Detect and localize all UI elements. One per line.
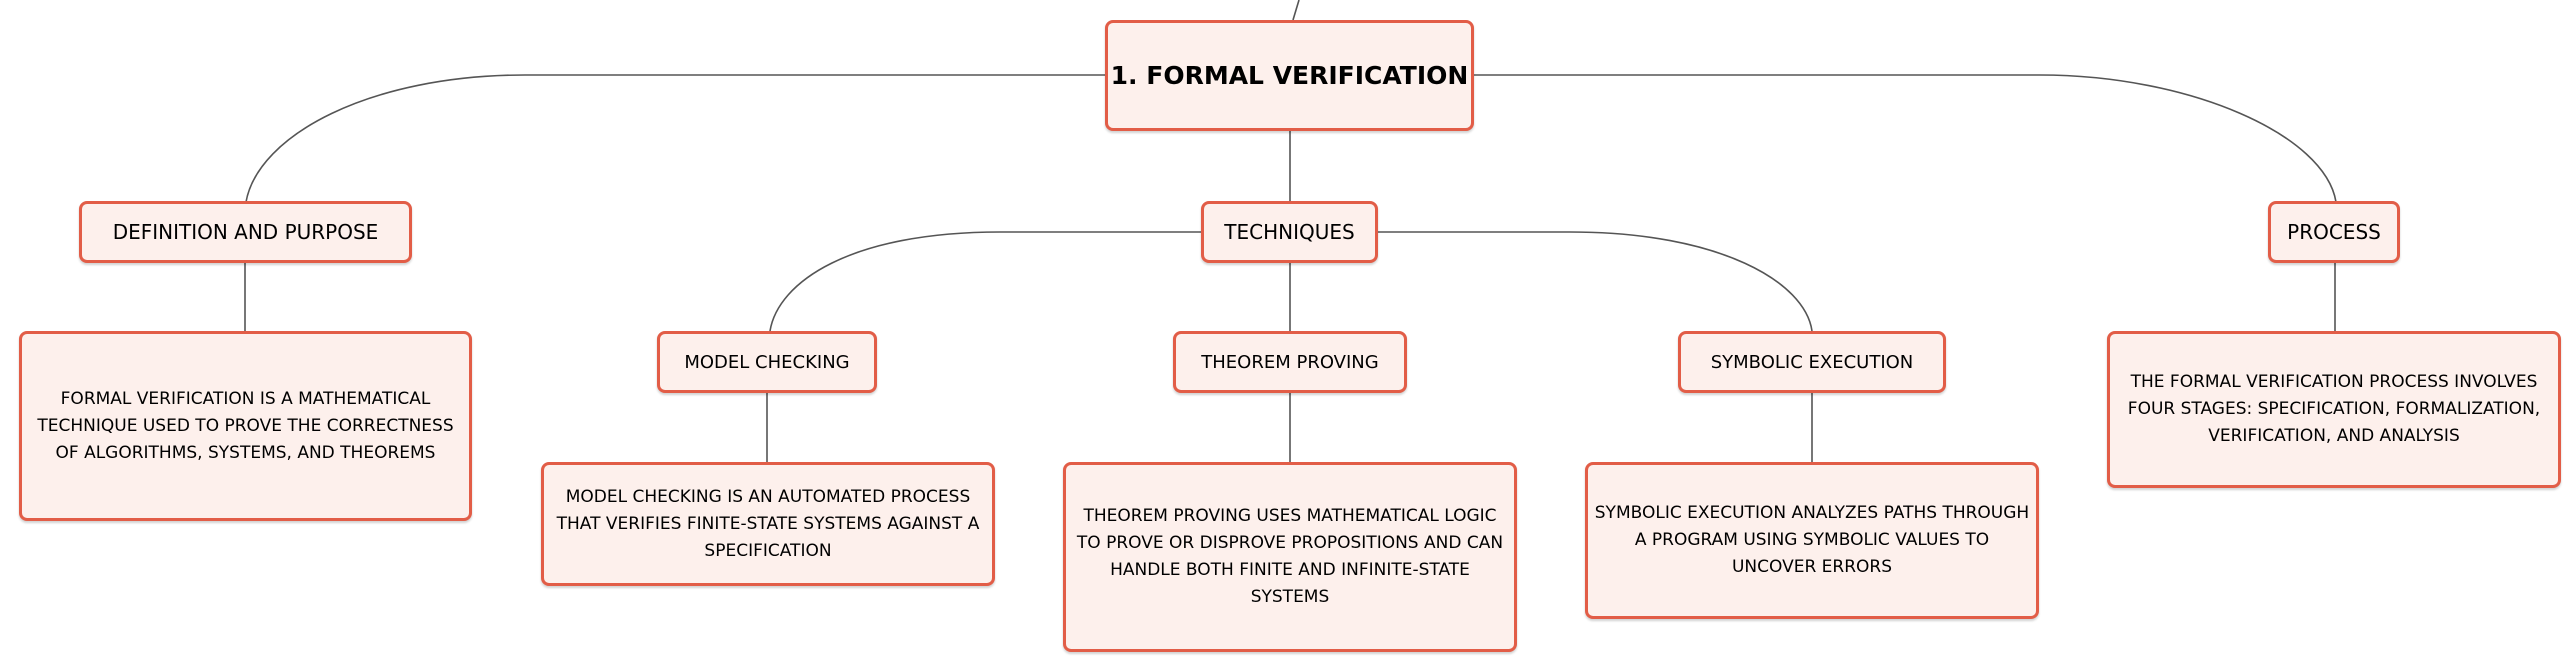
symbolic-execution-node[interactable]: SYMBOLIC EXECUTION [1678, 331, 1946, 393]
model-checking-label: MODEL CHECKING [684, 351, 850, 373]
model-checking-node[interactable]: MODEL CHECKING [657, 331, 877, 393]
definition-detail-node[interactable]: FORMAL VERIFICATION IS A MATHEMATICAL TE… [19, 331, 472, 521]
symbolic-execution-detail-node[interactable]: SYMBOLIC EXECUTION ANALYZES PATHS THROUG… [1585, 462, 2039, 619]
model-checking-detail-node[interactable]: MODEL CHECKING IS AN AUTOMATED PROCESS T… [541, 462, 995, 586]
process-detail-text: THE FORMAL VERIFICATION PROCESS INVOLVES… [2127, 372, 2541, 446]
symbolic-execution-detail-text: SYMBOLIC EXECUTION ANALYZES PATHS THROUG… [1594, 503, 2030, 577]
symbolic-execution-label: SYMBOLIC EXECUTION [1710, 351, 1914, 373]
process-label: PROCESS [2287, 220, 2381, 244]
connector-parent-to-root [1292, 0, 1300, 21]
theorem-proving-detail-text: THEOREM PROVING USES MATHEMATICAL LOGIC … [1076, 506, 1504, 607]
theorem-proving-node[interactable]: THEOREM PROVING [1173, 331, 1407, 393]
connector-root-to-process [1474, 74, 2337, 203]
connector-techniques-to-symbolic-execution [1378, 231, 1813, 332]
techniques-label: TECHNIQUES [1224, 220, 1355, 244]
connector-root-to-definition [245, 74, 1105, 203]
definition-and-purpose-node[interactable]: DEFINITION AND PURPOSE [79, 201, 412, 263]
techniques-node[interactable]: TECHNIQUES [1201, 201, 1378, 263]
root-topic-node[interactable]: 1. FORMAL VERIFICATION [1105, 20, 1474, 131]
model-checking-detail-text: MODEL CHECKING IS AN AUTOMATED PROCESS T… [556, 486, 980, 561]
process-detail-node[interactable]: THE FORMAL VERIFICATION PROCESS INVOLVES… [2107, 331, 2561, 488]
root-topic-label: 1. FORMAL VERIFICATION [1110, 61, 1469, 90]
connector-techniques-to-model-checking [769, 231, 1201, 332]
process-node[interactable]: PROCESS [2268, 201, 2400, 263]
theorem-proving-label: THEOREM PROVING [1201, 351, 1379, 373]
theorem-proving-detail-node[interactable]: THEOREM PROVING USES MATHEMATICAL LOGIC … [1063, 462, 1517, 652]
definition-and-purpose-label: DEFINITION AND PURPOSE [112, 220, 379, 244]
definition-detail-text: FORMAL VERIFICATION IS A MATHEMATICAL TE… [37, 388, 454, 463]
